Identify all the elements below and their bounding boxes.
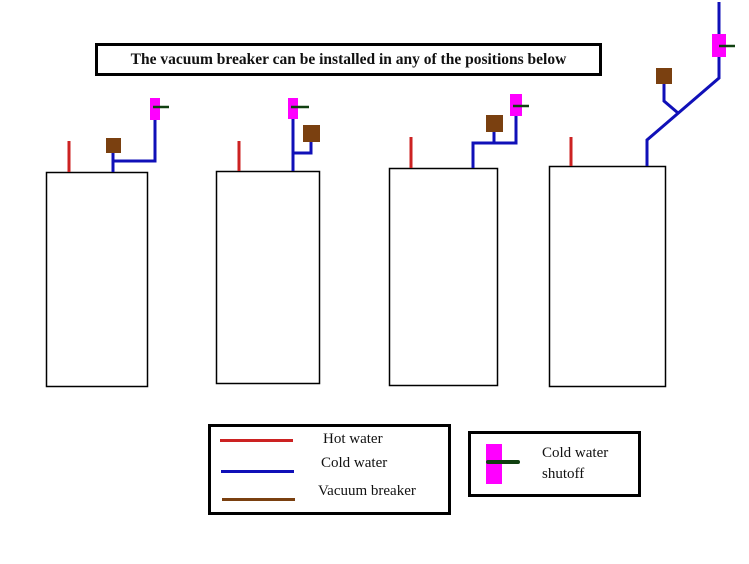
legend-label-cold-water: Cold water xyxy=(321,455,388,471)
cold-water-pipe xyxy=(662,84,679,115)
vacuum-breaker xyxy=(656,68,672,84)
cold-water-shutoff-valve xyxy=(288,98,298,119)
cold-water-shutoff-valve xyxy=(150,98,160,120)
water-heater-tank xyxy=(388,167,499,387)
water-heater-tank xyxy=(45,171,149,388)
vacuum-breaker xyxy=(486,115,503,132)
shutoff-legend: Cold water shutoff xyxy=(468,431,641,497)
vacuum-breaker xyxy=(303,125,320,142)
heater-3 xyxy=(388,94,529,387)
legend-label-vacuum-breaker: Vacuum breaker xyxy=(318,483,416,499)
legend-label-shutoff-line1: Cold water xyxy=(542,445,609,461)
water-heater-tank xyxy=(215,170,321,385)
heater-1 xyxy=(45,98,169,388)
diagram-title-text: The vacuum breaker can be installed in a… xyxy=(130,50,567,68)
legend-swatch-hot-water xyxy=(220,439,293,442)
legend-label-shutoff-line2: shutoff xyxy=(542,466,585,482)
heater-2 xyxy=(215,98,321,385)
legend-shutoff-handle-icon xyxy=(486,460,520,464)
legend-shutoff-valve-icon xyxy=(486,444,502,484)
legend-label-hot-water: Hot water xyxy=(323,431,383,447)
cold-water-pipe xyxy=(111,119,157,172)
cold-water-pipe xyxy=(292,142,313,155)
heater-4 xyxy=(548,2,735,388)
legend-swatch-vacuum-breaker xyxy=(222,498,295,501)
legend: Hot water Cold water Vacuum breaker xyxy=(208,424,451,515)
vacuum-breaker xyxy=(106,138,121,153)
water-heater-tank xyxy=(548,165,667,388)
cold-water-pipe xyxy=(645,56,721,166)
diagram-title: The vacuum breaker can be installed in a… xyxy=(95,43,602,76)
legend-swatch-cold-water xyxy=(221,470,294,473)
